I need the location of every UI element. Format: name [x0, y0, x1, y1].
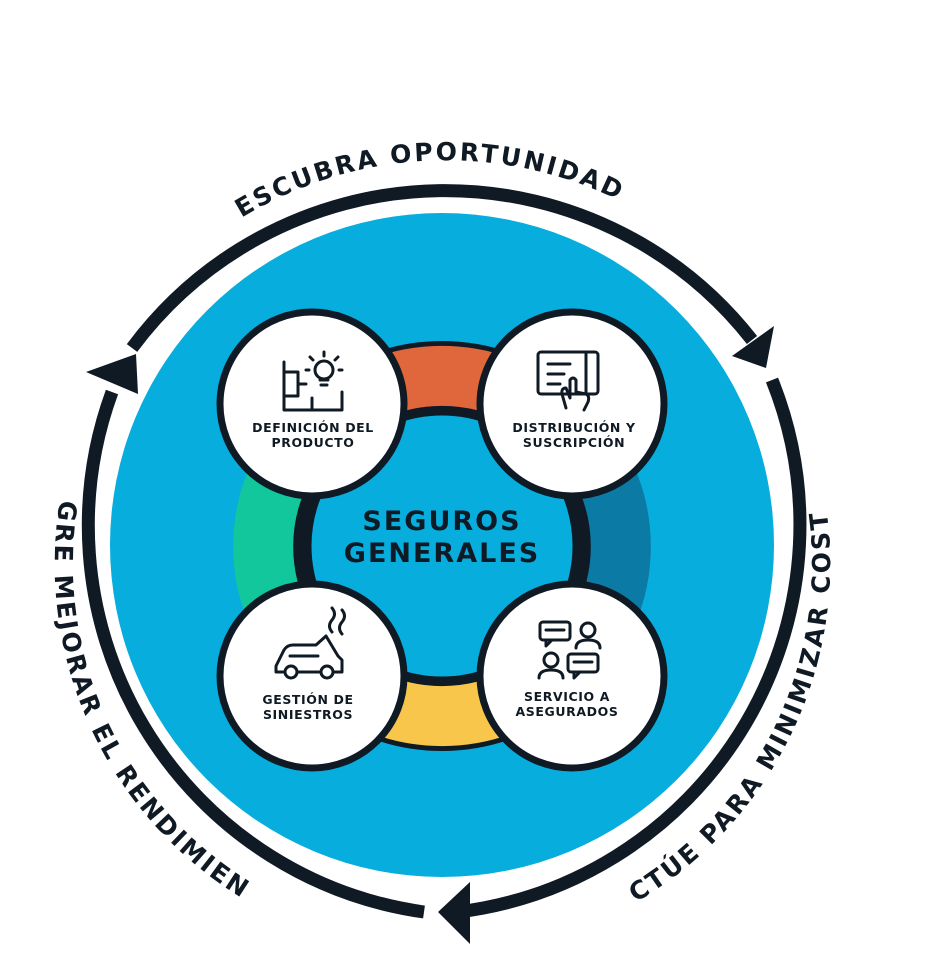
cycle-label-top: DESCUBRA OPORTUNIDADES [0, 0, 629, 223]
cycle-arrow-left [81, 389, 425, 919]
node-service: SERVICIO A ASEGURADOS [476, 580, 668, 772]
cycle-arrowheads [86, 326, 774, 944]
node-claims: GESTIÓN DE SINIESTROS [216, 580, 408, 772]
node-product-definition: DEFINICIÓN DEL PRODUCTO [216, 308, 408, 500]
node-service-label-1: SERVICIO A [524, 689, 610, 704]
arrowhead-left [86, 354, 138, 394]
node-distribution: DISTRIBUCIÓN Y SUSCRIPCIÓN [476, 308, 668, 500]
node-claims-label-1: GESTIÓN DE [262, 692, 353, 707]
node-claims-label-2: SINIESTROS [263, 707, 353, 722]
cycle-arrow-right [457, 377, 807, 919]
arrowhead-bottom [438, 882, 470, 944]
node-distribution-label-2: SUSCRIPCIÓN [523, 435, 625, 450]
arrowhead-top-right [732, 326, 774, 368]
node-product-label-1: DEFINICIÓN DEL [252, 420, 374, 435]
blueprint-lightbulb-icon [282, 350, 344, 412]
damaged-car-icon [274, 606, 346, 680]
node-service-label-2: ASEGURADOS [516, 704, 619, 719]
node-distribution-label-1: DISTRIBUCIÓN Y [512, 420, 636, 435]
cycle-arrow-top [126, 184, 758, 352]
cycle-arrows [81, 184, 807, 919]
customer-chat-icon [537, 620, 602, 680]
center-title-line-2: GENERALES [344, 538, 540, 569]
node-product-label-2: PRODUCTO [271, 435, 354, 450]
center-title-line-1: SEGUROS [362, 506, 521, 537]
document-hand-icon [536, 350, 600, 412]
